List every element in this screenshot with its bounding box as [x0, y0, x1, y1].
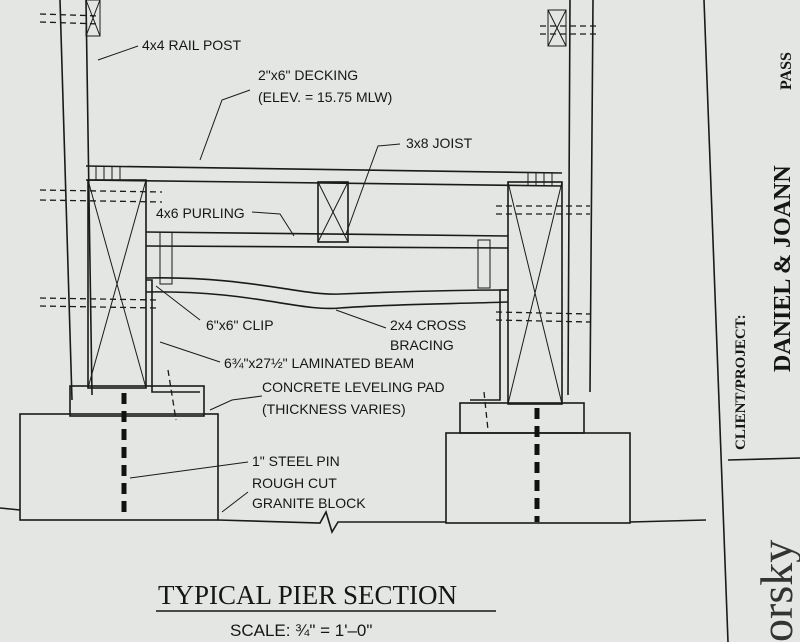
rail-post-right: [540, 0, 596, 396]
drawing-scale: SCALE: ¾" = 1'–0": [230, 621, 372, 640]
firm-name-fragment: orsky: [751, 540, 800, 642]
drawing-title: TYPICAL PIER SECTION: [158, 580, 457, 610]
label-cross-bracing-1: 2x4 CROSS: [390, 317, 466, 333]
label-granite-2: GRANITE BLOCK: [252, 495, 366, 511]
decking: [85, 165, 563, 187]
label-granite-1: ROUGH CUT: [252, 475, 337, 491]
label-steel-pin: 1" STEEL PIN: [252, 453, 340, 469]
client-name: DANIEL & JOANN: [770, 165, 796, 372]
purling: [145, 231, 509, 289]
label-laminated-beam: 6¾"x27½" LAMINATED BEAM: [224, 355, 414, 371]
granite-block-left: [19, 413, 219, 521]
leveling-pad-left: [69, 385, 205, 417]
leader-lines: [97, 45, 401, 513]
label-leveling-pad-2: (THICKNESS VARIES): [262, 401, 406, 417]
label-cross-bracing-2: BRACING: [390, 337, 454, 353]
label-elevation: (ELEV. = 15.75 MLW): [258, 89, 392, 105]
through-bolts: [39, 189, 591, 431]
title-block: DANIEL & JOANN PASS CLIENT/PROJECT: orsk…: [703, 0, 800, 642]
clip-left: [146, 279, 200, 393]
joist: [317, 181, 349, 243]
label-decking: 2"x6" DECKING: [258, 67, 358, 83]
label-joist: 3x8 JOIST: [406, 135, 473, 151]
leveling-pad-right: [459, 402, 585, 434]
label-clip: 6"x6" CLIP: [206, 317, 274, 333]
clip-right: [470, 289, 508, 401]
cross-bracing: [145, 277, 509, 310]
label-leveling-pad-1: CONCRETE LEVELING PAD: [262, 379, 445, 395]
label-rail-post: 4x4 RAIL POST: [142, 37, 242, 53]
ground-line: [0, 507, 707, 534]
label-purling: 4x6 PURLING: [156, 205, 245, 221]
client-label: CLIENT/PROJECT:: [733, 314, 749, 450]
client-name-cont: PASS: [778, 52, 795, 90]
laminated-beam-right: [507, 181, 563, 405]
